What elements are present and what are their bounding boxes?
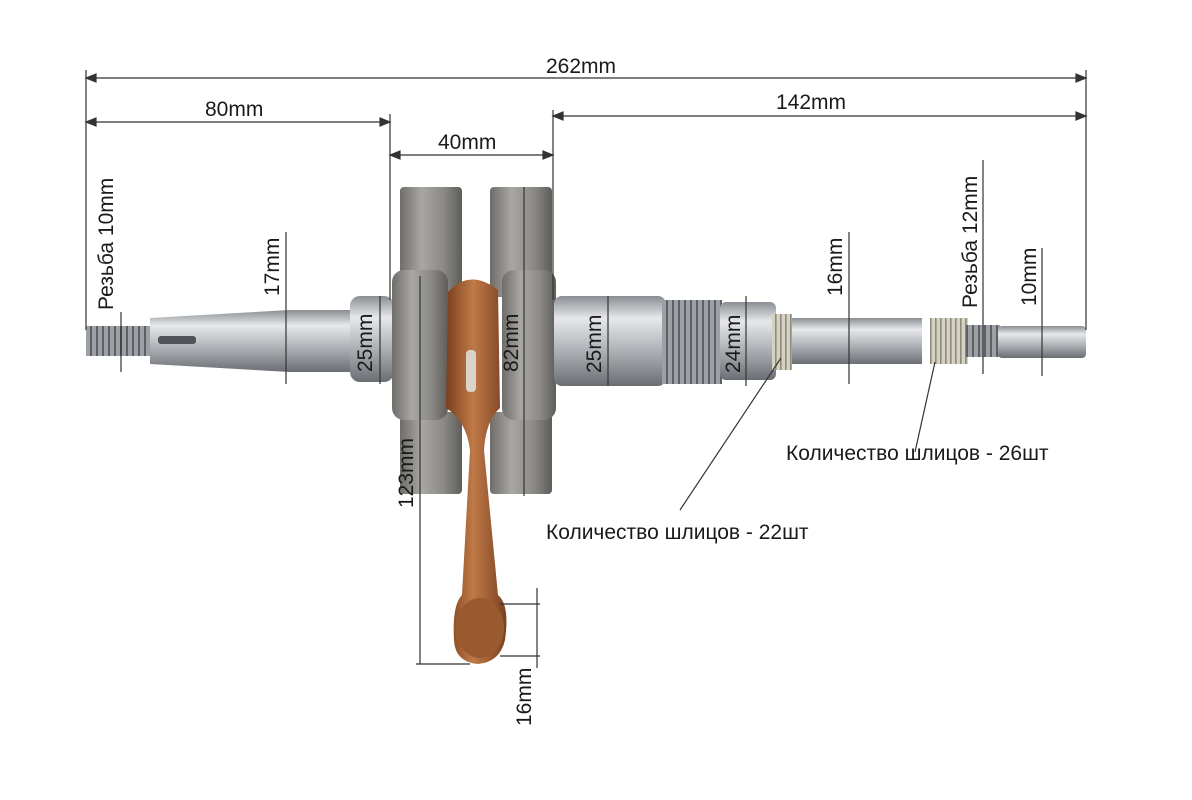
dim-end-dia: 10mm: [1018, 247, 1041, 306]
small-end: [456, 598, 504, 658]
dim-rod-length: 123mm: [395, 437, 418, 508]
spline-26: [930, 318, 968, 364]
right-bearing-seat: [554, 296, 666, 386]
right-collar: [720, 302, 776, 380]
right-shaft: [792, 318, 922, 364]
left-bearing-seat: [350, 296, 394, 382]
dim-small-end-dia: 16mm: [513, 667, 536, 726]
dim-right-shaft-dia: 16mm: [824, 237, 847, 296]
left-taper-shaft: [150, 310, 290, 372]
dim-right-thread: Резьба 12mm: [959, 175, 982, 308]
spline-22: [772, 314, 792, 370]
right-web-top: [490, 187, 552, 297]
left-web-bottom: [400, 412, 462, 494]
left-web-top: [400, 187, 462, 297]
note-splines-26: Количество шлицов - 26шт: [786, 442, 1049, 465]
dim-right-bearing-dia: 25mm: [583, 314, 606, 373]
right-web-hub: [502, 270, 556, 420]
left-shaft: [288, 310, 352, 372]
dim-left-bearing-dia: 25mm: [354, 313, 377, 372]
dim-left-shaft-length: 80mm: [205, 98, 264, 121]
dim-overall-length: 262mm: [546, 55, 617, 78]
dimension-lines: [84, 70, 1088, 668]
right-threaded-section: [662, 300, 722, 384]
dim-crank-web-dia: 82mm: [500, 313, 523, 372]
dim-crank-width: 40mm: [438, 131, 497, 154]
rod-slot: [466, 350, 476, 392]
dim-left-thread: Резьба 10mm: [95, 177, 118, 310]
dim-left-shaft-dia: 17mm: [261, 237, 284, 296]
keyway: [158, 336, 196, 344]
dim-spline-a-dia: 24mm: [722, 314, 745, 373]
note-splines-22: Количество шлицов - 22шт: [546, 521, 809, 544]
right-web-bottom: [490, 412, 552, 494]
left-thread: [86, 326, 152, 356]
dim-right-shaft-length: 142mm: [776, 91, 847, 114]
connecting-rod: [446, 279, 507, 664]
